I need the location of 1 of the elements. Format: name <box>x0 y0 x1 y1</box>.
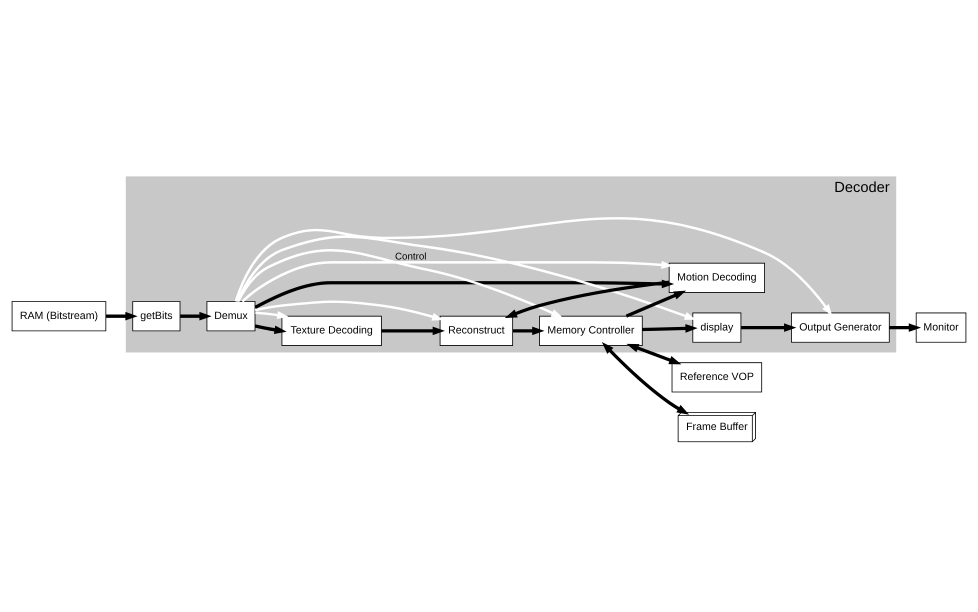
edge-label: Control <box>394 252 426 263</box>
